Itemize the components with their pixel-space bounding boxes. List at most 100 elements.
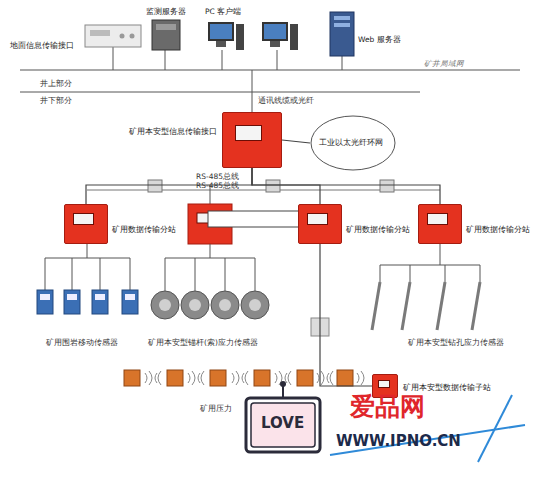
sensor-wire [225,258,226,291]
anchor-hole [189,299,201,311]
interface-device [85,25,141,47]
device-panel [90,30,110,36]
node-text: 矿用数据传输分站 [346,225,410,234]
node-text: 矿用数据传输分站 [112,225,176,234]
bus-connector [252,168,320,204]
anchor-hole [249,299,261,311]
borehole-probe [437,282,445,330]
displacement-sensor [92,290,108,314]
sensor-screen [125,294,135,300]
watermark-text: 爱品网 [350,393,425,421]
device-label: Web 服务器 [358,34,408,46]
overlay-box [208,211,330,227]
pc-stand [270,41,280,47]
drop-wire [222,50,223,70]
data-substation: 矿用数据传输分站 [64,204,108,244]
group-label: 矿用围岩移动传感器 [46,338,118,347]
device-label: 监测服务器 [146,6,190,18]
web-server-icon [330,12,354,56]
sensor-wire [165,258,255,259]
node-text: 矿用本安型数据传输子站 [403,383,491,392]
sensor-screen [67,294,77,300]
node-text: 矿用数据传输分站 [466,225,530,234]
anchor-sensor [151,291,179,319]
drop-wire [342,56,343,70]
sensor-wire [255,258,256,291]
bus-connector [282,140,310,143]
watermark-sign-text: LOVE [261,414,304,432]
sensor-wire [45,258,46,290]
sensor-wire [72,258,73,290]
group-label: 矿用本安型锚杆(索)应力传感器 [148,338,258,347]
sensor-wire [210,244,211,258]
pc-monitor [208,22,234,41]
anchor-sensor [241,291,269,319]
device-label: 地面信息传输接口 [10,40,84,52]
wireless-wave [188,371,204,385]
drop-wire [277,50,278,70]
lan-bus [20,69,520,70]
node-text: 矿用本安型信息传输接口 [129,127,217,136]
sensor-screen [40,294,50,300]
data-substation: 矿用数据传输分站 [418,204,462,244]
pc-tower [290,24,298,50]
borehole-probe [402,282,410,330]
pc-stand [216,41,226,47]
wireless-sensor [210,370,226,386]
borehole-probe [472,282,480,330]
sensor-wire [45,258,130,259]
fiber-ring: 工业以太光纤环网 [310,115,396,171]
wireless-wave [145,371,161,385]
bus-connector [320,244,372,386]
wireless-sensor [337,370,353,386]
love-sign [246,398,320,452]
comm-cable [252,70,253,112]
wireless-sensor [167,370,183,386]
display-screen [427,213,447,225]
wireless-sensor [254,370,270,386]
display-screen [235,125,263,141]
display-screen [307,213,327,225]
transfer-interface: 矿用本安型信息传输接口 [222,112,282,168]
sensor-wire [440,244,441,265]
logo-swoosh [478,395,512,462]
watermark-url: WWW.IPNO.CN [336,432,461,450]
pc-tower [236,24,244,50]
love-sign-inner [251,403,315,447]
bus-connector [252,168,440,204]
sensor-wire [87,244,88,258]
wireless-wave [357,371,364,385]
junction-box [380,180,394,192]
bus-label: RS-485总线 [196,172,239,181]
zone-label: 井下部分 [40,96,72,105]
anchor-sensor [181,291,209,319]
displacement-sensor [122,290,138,314]
borehole-probe [372,282,380,330]
zone-label: 井上部分 [40,79,72,88]
device-knob [130,34,135,39]
server-panel [156,24,176,30]
node-text: Web 服务器 [358,35,401,44]
sensor-wire [195,258,196,291]
junction-box [148,180,162,192]
sensor-screen [95,294,105,300]
sensor-wire [165,258,166,291]
display-screen [378,380,391,388]
surface-divider [20,92,420,93]
displacement-sensor [64,290,80,314]
sensor-wire [410,265,411,282]
sensor-wire [480,265,481,282]
server-slot [334,23,350,27]
node-text: 地面信息传输接口 [10,41,74,50]
group-label: 矿用压力 [200,404,232,413]
device-knob [120,34,125,39]
data-substation: 矿用数据传输分站 [298,204,342,244]
wireless-sensor [297,370,313,386]
node-text: 监测服务器 [146,7,186,16]
cable-label: 通讯线缆或光纤 [258,96,314,105]
pc-screen [264,24,286,39]
bus-label: RS-485总线 [196,181,239,190]
group-label: 矿用本安型钻孔应力传感器 [408,338,504,347]
